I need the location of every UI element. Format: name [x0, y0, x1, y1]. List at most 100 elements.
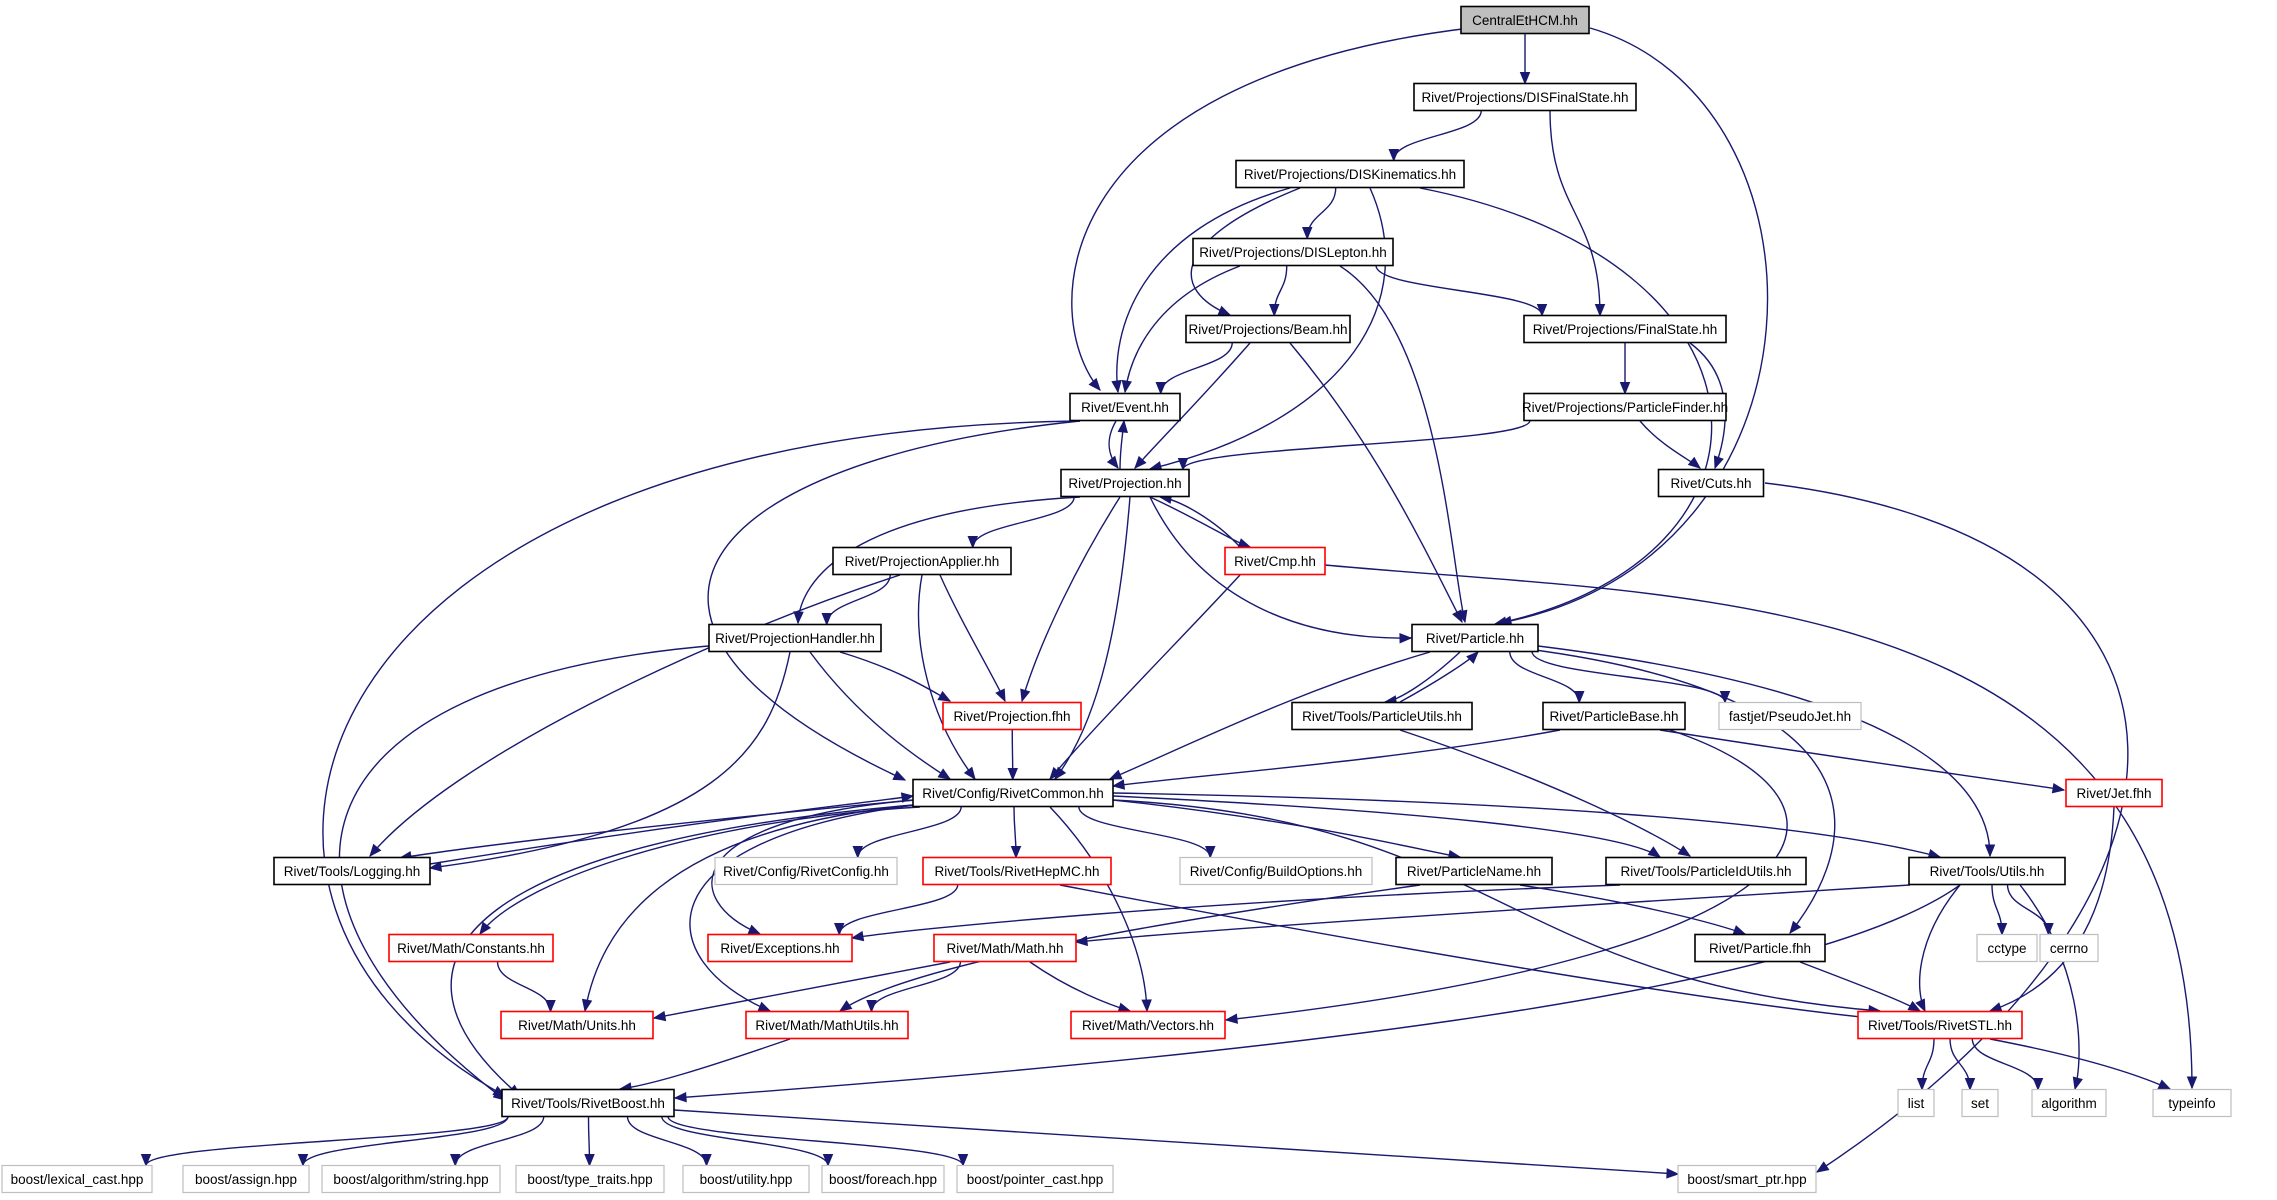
node-label: cctype — [1987, 941, 2026, 956]
node-box — [1395, 856, 1553, 886]
edge-arrowhead — [1106, 455, 1119, 470]
edge-line — [1134, 342, 1251, 469]
node-disfs[interactable]: Rivet/Projections/DISFinalState.hh — [1413, 82, 1637, 112]
edge-constants-to-units — [496, 961, 556, 1013]
edge-line — [2019, 884, 2080, 1090]
edge-arrowhead — [1574, 691, 1585, 704]
node-vectors[interactable]: Rivet/Math/Vectors.hh — [1070, 1010, 1226, 1040]
node-box — [1976, 933, 2038, 963]
edge-utils-to-mathhh — [1074, 884, 1911, 947]
node-label: cerrno — [2050, 941, 2088, 956]
node-box — [1908, 856, 2066, 886]
node-mathutils[interactable]: Rivet/Math/MathUtils.hh — [745, 1010, 909, 1040]
node-logging[interactable]: Rivet/Tools/Logging.hh — [273, 856, 431, 886]
node-label: Rivet/Tools/Logging.hh — [284, 864, 421, 879]
edge-rivetstl-to-set — [1949, 1038, 1976, 1091]
edge-beam-to-particle — [1289, 342, 1463, 624]
node-diskin[interactable]: Rivet/Projections/DISKinematics.hh — [1235, 159, 1465, 189]
node-cmp[interactable]: Rivet/Cmp.hh — [1224, 546, 1326, 576]
node-box — [1677, 1164, 1817, 1194]
edge-pname-to-pfhh — [1519, 884, 1747, 936]
node-rivetboost[interactable]: Rivet/Tools/RivetBoost.hh — [501, 1088, 675, 1118]
node-cctype: cctype — [1976, 933, 2038, 963]
node-pbase[interactable]: Rivet/ParticleBase.hh — [1542, 701, 1686, 731]
node-event[interactable]: Rivet/Event.hh — [1069, 392, 1181, 422]
node-root[interactable]: CentralEtHCM.hh — [1460, 5, 1590, 35]
node-label: boost/lexical_cast.hpp — [11, 1172, 144, 1187]
edge-arrowhead — [892, 770, 907, 781]
edge-line — [667, 1116, 964, 1166]
node-jetfhh[interactable]: Rivet/Jet.fhh — [2065, 778, 2163, 808]
edge-particle-to-pfhh — [1519, 647, 1836, 935]
node-exceptions[interactable]: Rivet/Exceptions.hh — [707, 933, 853, 963]
node-label: Rivet/Exceptions.hh — [720, 941, 839, 956]
node-hepmc[interactable]: Rivet/Tools/RivetHepMC.hh — [922, 856, 1112, 886]
edge-arrowhead — [1010, 846, 1022, 859]
node-pfinder[interactable]: Rivet/Projections/ParticleFinder.hh — [1522, 392, 1728, 422]
edge-rivetcommon-to-vectors — [1049, 806, 1152, 1013]
edge-line — [2006, 884, 2050, 935]
node-foreach: boost/foreach.hpp — [821, 1164, 945, 1194]
edge-arrowhead — [701, 1154, 712, 1167]
node-rivetcommon[interactable]: Rivet/Config/RivetCommon.hh — [912, 778, 1114, 808]
edge-pbase-to-rivetcommon — [1111, 729, 1561, 790]
node-box — [1192, 237, 1394, 267]
edge-line — [1071, 27, 1471, 391]
edge-line — [839, 651, 951, 702]
edge-jetfhh-to-rivetstl — [1988, 806, 2115, 1013]
edge-pfinder-to-cuts — [1639, 420, 1702, 469]
node-box — [2152, 1088, 2232, 1118]
node-label: boost/smart_ptr.hpp — [1687, 1172, 1806, 1187]
node-projection[interactable]: Rivet/Projection.hh — [1060, 468, 1190, 498]
edge-arrowhead — [1619, 382, 1631, 395]
edge-line — [939, 574, 1006, 702]
node-box — [821, 1164, 945, 1194]
node-box — [1523, 314, 1727, 344]
node-finalstate[interactable]: Rivet/Projections/FinalState.hh — [1523, 314, 1727, 344]
node-projfhh[interactable]: Rivet/Projection.fhh — [942, 701, 1082, 731]
edge-line — [1499, 27, 1769, 624]
edge-arrowhead — [937, 768, 952, 780]
edge-particle-to-utils — [1529, 644, 1996, 858]
node-box — [707, 933, 853, 963]
node-box — [515, 1164, 665, 1194]
node-label: algorithm — [2041, 1096, 2097, 1111]
node-label: Rivet/Particle.fhh — [1709, 941, 1811, 956]
node-typetraits: boost/type_traits.hpp — [515, 1164, 665, 1194]
node-cuts[interactable]: Rivet/Cuts.hh — [1657, 468, 1765, 498]
node-pfhh[interactable]: Rivet/Particle.fhh — [1694, 933, 1826, 963]
edge-line — [917, 574, 976, 780]
node-units[interactable]: Rivet/Math/Units.hh — [500, 1010, 654, 1040]
node-label: Rivet/Config/RivetCommon.hh — [922, 786, 1104, 801]
node-projapplier[interactable]: Rivet/ProjectionApplier.hh — [832, 546, 1012, 576]
edge-arrowhead — [1399, 632, 1413, 644]
node-mathhh[interactable]: Rivet/Math/Math.hh — [933, 933, 1077, 963]
edge-line — [1182, 420, 1531, 470]
node-pname[interactable]: Rivet/ParticleName.hh — [1395, 856, 1553, 886]
edge-line — [1399, 651, 1479, 703]
node-constants[interactable]: Rivet/Math/Constants.hh — [388, 933, 554, 963]
node-particle[interactable]: Rivet/Particle.hh — [1411, 623, 1539, 653]
node-dislep[interactable]: Rivet/Projections/DISLepton.hh — [1192, 237, 1394, 267]
edge-line — [809, 651, 951, 780]
edge-finalstate-to-pfinder — [1619, 342, 1631, 395]
node-beam[interactable]: Rivet/Projections/Beam.hh — [1185, 314, 1351, 344]
edge-line — [322, 420, 1081, 1097]
edge-line — [1049, 806, 1148, 1012]
edge-utils-to-cctype — [1991, 884, 2008, 936]
node-projhandler[interactable]: Rivet/ProjectionHandler.hh — [708, 623, 882, 653]
edge-arrowhead — [1007, 768, 1018, 781]
edge-pfhh-to-rivetstl — [1799, 961, 1922, 1012]
node-rivetconfig: Rivet/Config/RivetConfig.hh — [714, 856, 898, 886]
node-utils[interactable]: Rivet/Tools/Utils.hh — [1908, 856, 2066, 886]
node-putils[interactable]: Rivet/Tools/ParticleUtils.hh — [1291, 701, 1473, 731]
node-rivetstl[interactable]: Rivet/Tools/RivetSTL.hh — [1857, 1010, 2023, 1040]
edge-line — [1149, 496, 1251, 548]
edge-rivetstl-to-typeinfo — [1989, 1038, 2172, 1090]
edge-arrowhead — [584, 1154, 595, 1167]
edge-projection-to-particle — [1149, 496, 1413, 644]
edge-arrowhead — [2032, 1078, 2044, 1091]
edge-disfs-to-finalstate — [1549, 110, 1606, 317]
node-pidutils[interactable]: Rivet/Tools/ParticleIdUtils.hh — [1605, 856, 1807, 886]
